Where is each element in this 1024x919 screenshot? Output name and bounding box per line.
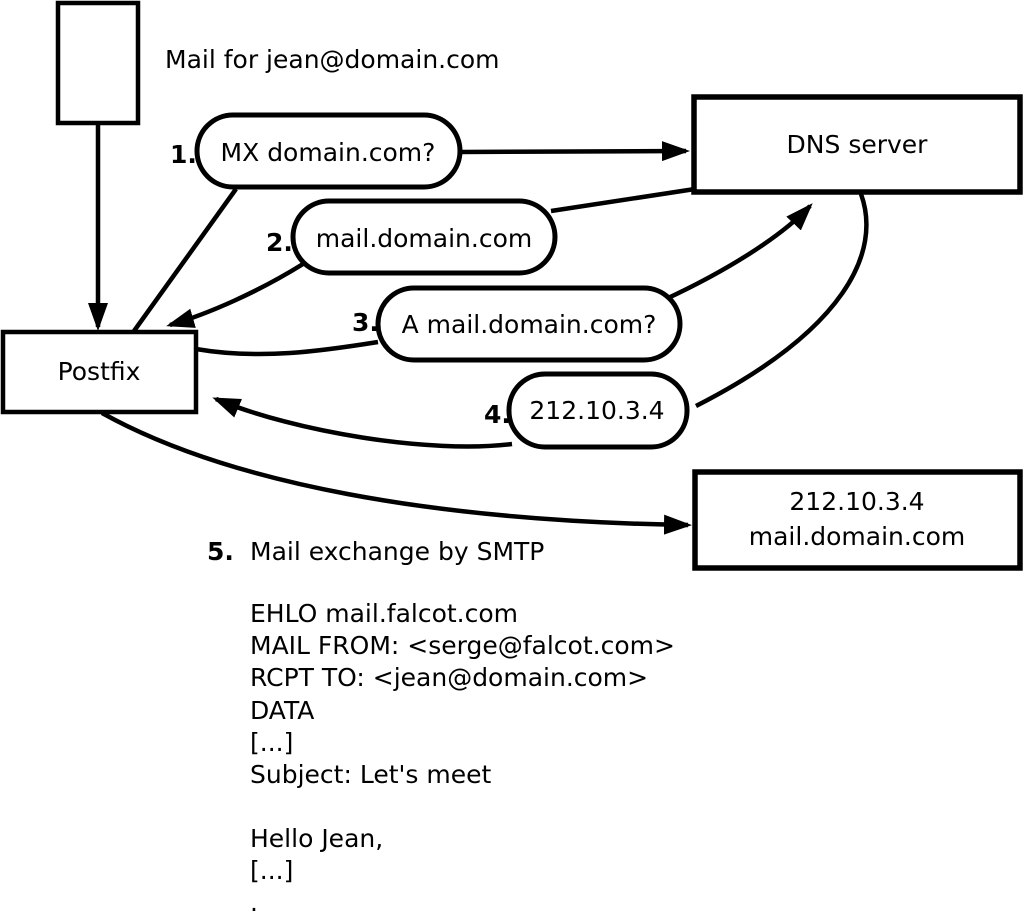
dns-server-box — [691, 94, 1023, 195]
query-a-label: A mail.domain.com? — [402, 310, 657, 339]
step-4-number: 4. — [484, 400, 511, 429]
step-1-number: 1. — [170, 140, 197, 169]
smtp-line-mail-from: MAIL FROM: <serge@falcot.com> — [250, 631, 675, 660]
smtp-session-block: EHLO mail.falcot.com MAIL FROM: <serge@f… — [250, 599, 675, 917]
smtp-line-subject: Subject: Let's meet — [250, 760, 491, 789]
smtp-line-hello: Hello Jean, — [250, 824, 383, 853]
query-a-pill — [375, 285, 683, 363]
smtp-line-ellipsis-2: [...] — [250, 856, 293, 885]
caption-mail-for: Mail for jean@domain.com — [165, 45, 500, 74]
postfix-box — [0, 329, 199, 415]
smtp-line-rcpt-to: RCPT TO: <jean@domain.com> — [250, 663, 648, 692]
arrow-reply2-to-postfix — [166, 262, 305, 328]
step-2-number: 2. — [266, 228, 293, 257]
envelope-icon — [55, 0, 141, 126]
smtp-line-ellipsis-1: [...] — [250, 728, 293, 757]
step-3-number: 3. — [352, 308, 379, 337]
query-mx-pill — [194, 112, 463, 190]
smtp-line-end-dot: . — [250, 888, 258, 917]
reply-mx-label: mail.domain.com — [316, 224, 532, 253]
reply-mx-pill — [290, 198, 558, 276]
step-5-label: Mail exchange by SMTP — [250, 537, 544, 566]
line-postfix-to-query1 — [132, 187, 238, 333]
step-5-number: 5. — [207, 537, 234, 566]
arrow-reply4-to-postfix — [212, 396, 513, 449]
smtp-line-data: DATA — [250, 696, 314, 725]
arrow-query1-to-dns — [459, 141, 690, 162]
query-mx-label: MX domain.com? — [221, 138, 436, 167]
mail-server-ip: 212.10.3.4 — [789, 487, 924, 516]
postfix-label: Postfix — [58, 357, 141, 386]
dns-server-label: DNS server — [787, 130, 929, 159]
reply-a-label: 212.10.3.4 — [529, 396, 664, 425]
arrow-postfix-to-mailserver — [100, 411, 692, 535]
smtp-line-ehlo: EHLO mail.falcot.com — [250, 599, 518, 628]
mail-server-hostname: mail.domain.com — [749, 522, 965, 551]
reply-a-pill — [506, 371, 690, 450]
arrow-query3-to-dns — [665, 203, 813, 302]
mail-server-box — [692, 469, 1023, 571]
line-postfix-to-query3 — [195, 339, 379, 357]
line-dns-to-reply2 — [550, 186, 696, 214]
line-dns-to-reply4 — [694, 193, 869, 409]
